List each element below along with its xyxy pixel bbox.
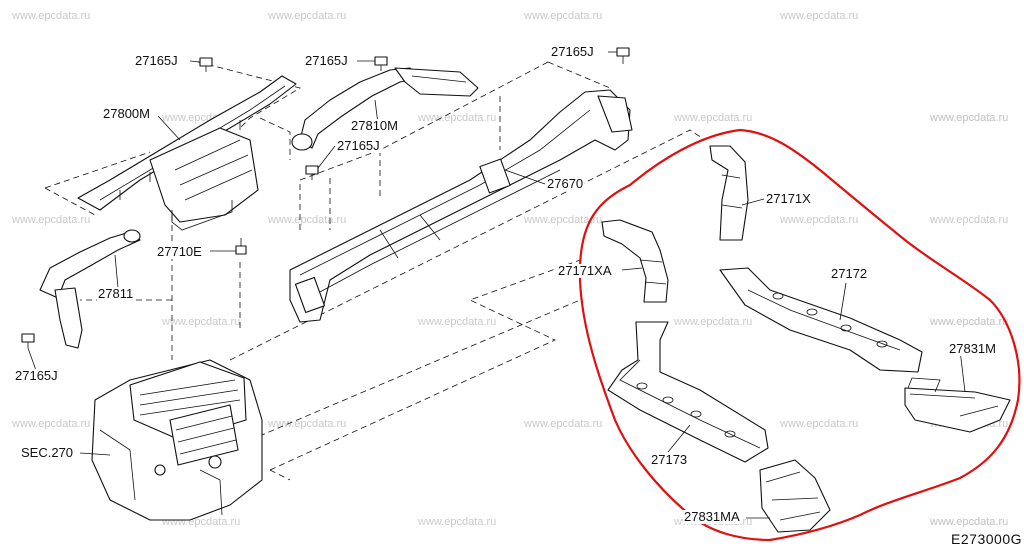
assembly-guide-lines — [44, 61, 706, 481]
watermark-text: www.epcdata.ru — [674, 316, 753, 328]
duct-27171X — [709, 145, 749, 241]
duct-27172 — [719, 267, 923, 373]
hose-27811 — [39, 229, 141, 349]
label-27810M: 27810M — [350, 118, 399, 133]
label-27710E: 27710E — [156, 244, 203, 259]
defroster-nozzle-27800M — [77, 75, 297, 231]
label-27800M: 27800M — [102, 106, 151, 121]
label-27165J-a: 27165J — [134, 53, 179, 68]
duct-27831MA — [759, 459, 831, 533]
duct-27810M — [291, 67, 479, 151]
watermark-text: www.epcdata.ru — [780, 10, 859, 22]
screws-27165J — [21, 47, 630, 348]
label-27165J-e: 27165J — [14, 368, 59, 383]
watermark-text: www.epcdata.ru — [162, 316, 241, 328]
duct-27831M — [904, 377, 1011, 433]
watermark-text: www.epcdata.ru — [930, 214, 1009, 226]
watermark-text: www.epcdata.ru — [930, 112, 1009, 124]
watermark-text: www.epcdata.ru — [12, 214, 91, 226]
watermark-text: www.epcdata.ru — [12, 418, 91, 430]
label-27831MA: 27831MA — [683, 509, 741, 524]
watermark-text: www.epcdata.ru — [524, 418, 603, 430]
watermark-text: www.epcdata.ru — [930, 316, 1009, 328]
label-27165J-c: 27165J — [550, 44, 595, 59]
watermark-text: www.epcdata.ru — [930, 516, 1009, 528]
heater-unit-sec270 — [91, 359, 263, 521]
watermark-text: www.epcdata.ru — [524, 10, 603, 22]
label-27670: 27670 — [546, 176, 585, 191]
watermark-text: www.epcdata.ru — [418, 316, 497, 328]
label-27811: 27811 — [97, 286, 135, 301]
watermark-text: www.epcdata.ru — [418, 516, 497, 528]
watermark-text: www.epcdata.ru — [674, 112, 753, 124]
label-sec270: SEC.270 — [20, 445, 75, 460]
label-27165J-b: 27165J — [304, 53, 349, 68]
duct-27173 — [607, 321, 769, 463]
label-27831M: 27831M — [948, 341, 997, 356]
watermark-text: www.epcdata.ru — [930, 316, 1009, 328]
duct-27171XA — [601, 219, 669, 303]
watermark-text: www.epcdata.ru — [524, 214, 603, 226]
watermark-text: www.epcdata.ru — [930, 516, 1009, 528]
watermark-text: www.epcdata.ru — [930, 112, 1009, 124]
duct-27670 — [289, 89, 633, 323]
watermark-text: www.epcdata.ru — [268, 214, 347, 226]
label-27171XA: 27171XA — [557, 263, 613, 278]
watermark-text: www.epcdata.ru — [268, 418, 347, 430]
label-27173: 27173 — [650, 452, 689, 467]
watermark-text: www.epcdata.ru — [418, 112, 497, 124]
label-27165J-d: 27165J — [336, 138, 381, 153]
watermark-text: www.epcdata.ru — [780, 418, 859, 430]
watermark-text: www.epcdata.ru — [268, 10, 347, 22]
watermark-text: www.epcdata.ru — [780, 214, 859, 226]
label-27171X: 27171X — [765, 191, 812, 206]
watermark-text: www.epcdata.ru — [12, 10, 91, 22]
diagram-code: E273000G — [951, 531, 1022, 547]
label-27172: 27172 — [830, 266, 869, 281]
